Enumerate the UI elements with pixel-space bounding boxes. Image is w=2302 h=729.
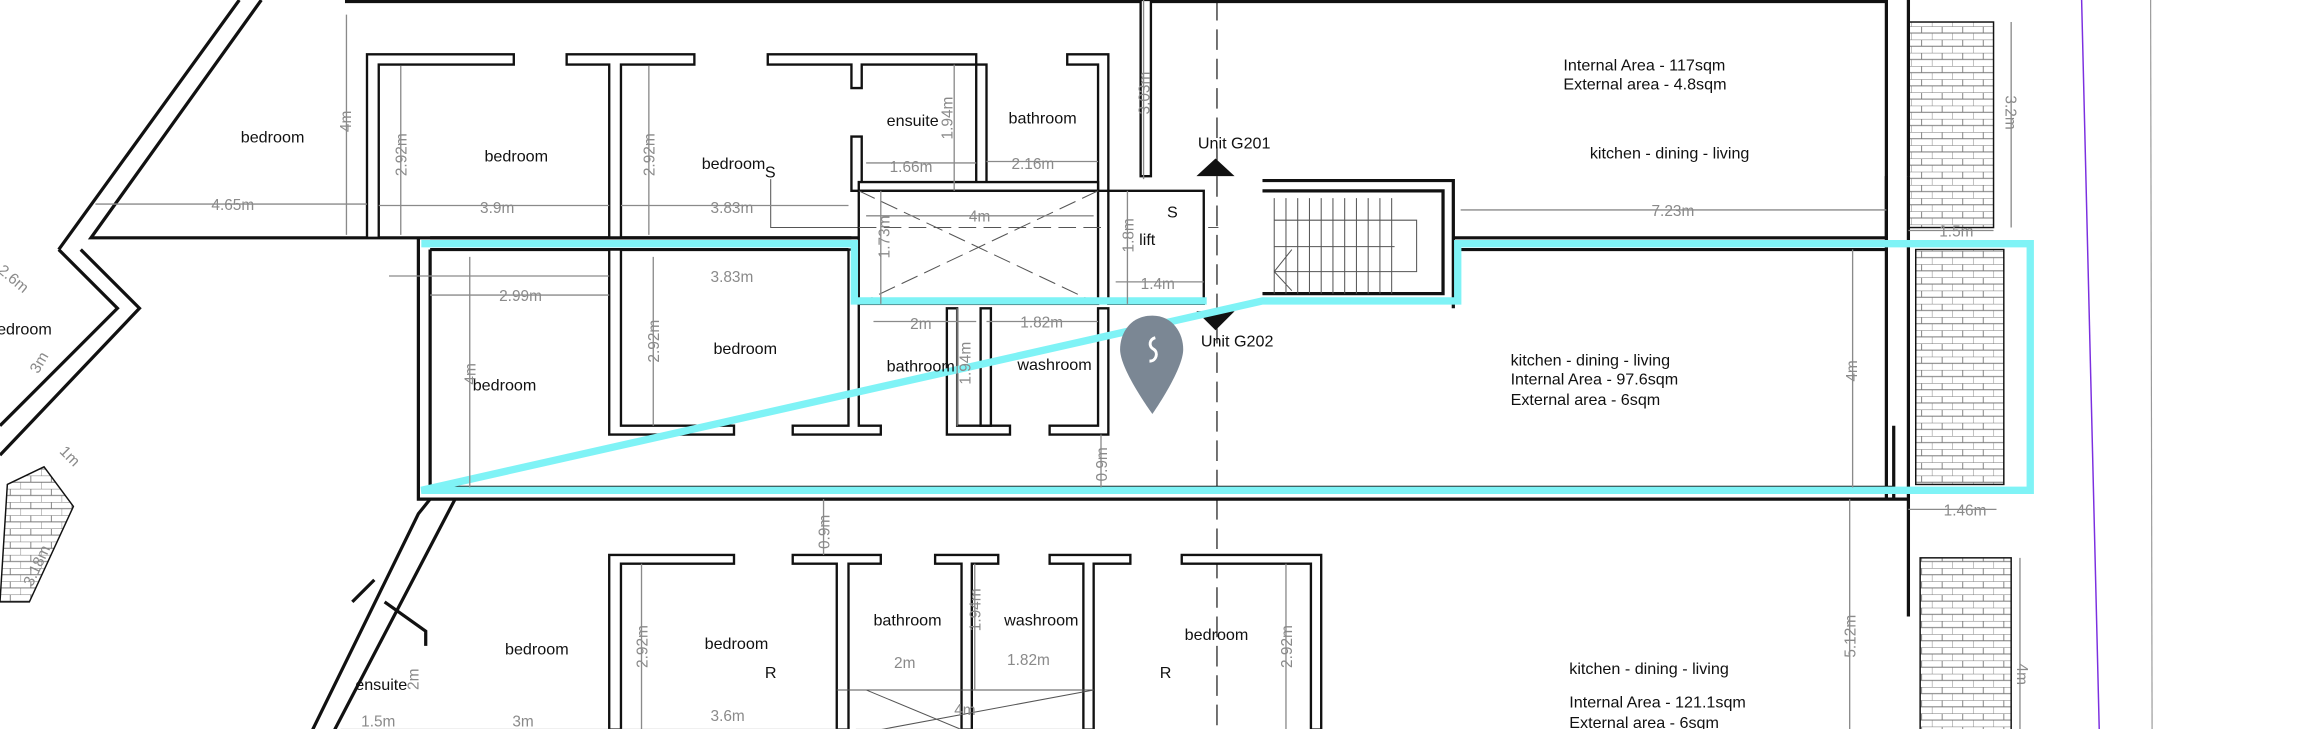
dimension-label: 4.65m xyxy=(211,197,254,214)
unit-g201-external-area: External area - 4.8sqm xyxy=(1563,76,1726,94)
unit-lower-external-area: External area - 6sqm xyxy=(1569,714,1719,729)
entry-arrow-up-icon xyxy=(1196,158,1235,177)
room-label: bathroom xyxy=(873,611,941,629)
unit-g202-label[interactable]: Unit G202 xyxy=(1201,332,1274,350)
dimension-labels: 4m 2.92m 2.92m 1.94m 1.66m 2.16m 3.03m 4… xyxy=(0,72,2030,729)
room-label: lift xyxy=(1139,231,1156,249)
room-label: bedroom xyxy=(505,641,569,659)
room-label: bedroom xyxy=(713,340,777,358)
unit-g201-label[interactable]: Unit G201 xyxy=(1198,134,1271,152)
dimension-label: 0.9m xyxy=(816,515,833,549)
balcony-bottom xyxy=(1919,557,2012,729)
room-label: washroom xyxy=(1016,356,1091,374)
dimension-label: 3.9m xyxy=(480,200,514,217)
dimension-label: 2.92m xyxy=(394,133,411,176)
dimension-label: 3m xyxy=(512,714,533,729)
dimension-label: 4m xyxy=(338,111,355,132)
room-label: bedroom xyxy=(241,128,305,146)
room-label: bathroom xyxy=(1009,109,1077,127)
dimension-label: 2.99m xyxy=(499,288,542,305)
dimension-label: 1.73m xyxy=(877,216,894,259)
dimension-label: 3.6m xyxy=(711,708,745,725)
unit-g201-main-room: kitchen - dining - living xyxy=(1590,145,1750,163)
dimension-label: 3.2m xyxy=(2001,95,2018,129)
dimension-label: 4m xyxy=(954,702,975,719)
dimension-label: 1.94m xyxy=(957,342,974,385)
balcony-top xyxy=(1907,21,1995,229)
room-label: bedroom xyxy=(705,635,769,653)
dimension-label: 2.16m xyxy=(1011,156,1054,173)
dimension-label: 7.23m xyxy=(1651,203,1694,220)
room-label: bedroom xyxy=(702,155,766,173)
symbol-mark: S xyxy=(1167,203,1178,221)
room-label: bathroom xyxy=(887,357,955,375)
symbol-mark: S xyxy=(765,164,776,182)
symbol-mark: R xyxy=(765,664,777,682)
room-labels: bedroom bedroom bedroom ensuite bathroom… xyxy=(0,109,1248,694)
room-label: washroom xyxy=(1003,611,1078,629)
dimension-label: 2m xyxy=(910,316,931,333)
unit-g202-internal-area: Internal Area - 97.6sqm xyxy=(1511,371,1679,389)
dimension-label: 2.92m xyxy=(642,133,659,176)
dimension-label: 4m xyxy=(2013,664,2030,685)
dimension-label: 1.5m xyxy=(361,714,395,729)
dimension-label: 5.12m xyxy=(1843,615,1860,658)
dimension-label: 3.03m xyxy=(1136,72,1153,115)
room-label: bedroom xyxy=(484,147,548,165)
dimension-label: 1m xyxy=(56,443,83,470)
selected-unit-outline[interactable] xyxy=(420,240,2034,494)
dimension-label: 0.9m xyxy=(1094,447,1111,481)
boundary-line xyxy=(2150,0,2153,729)
dimension-label: 3m xyxy=(27,349,52,376)
symbol-mark: R xyxy=(1160,664,1172,682)
dimension-label: 2.92m xyxy=(646,320,663,363)
room-label: ensuite xyxy=(887,112,939,130)
dimension-label: 4m xyxy=(969,209,990,226)
unit-g202-main-room: kitchen - dining - living xyxy=(1511,352,1671,370)
location-pin-icon[interactable] xyxy=(1120,315,1184,414)
dimension-label: 2.92m xyxy=(634,625,651,668)
room-label: edroom xyxy=(0,321,52,339)
balcony-left xyxy=(0,465,75,603)
unit-info: Unit G201 Internal Area - 117sqm Externa… xyxy=(1198,56,1750,729)
dimension-label: 2m xyxy=(894,655,915,672)
dimension-label: 2m xyxy=(405,669,422,690)
unit-g202-external-area: External area - 6sqm xyxy=(1511,391,1661,409)
dimension-label: 4m xyxy=(463,363,480,384)
dimension-label: 1.94m xyxy=(940,97,957,140)
unit-lower-main-room: kitchen - dining - living xyxy=(1569,660,1729,678)
room-label: ensuite xyxy=(355,676,407,694)
dimension-label: 1.8m xyxy=(1120,218,1137,252)
unit-g201-internal-area: Internal Area - 117sqm xyxy=(1563,56,1725,74)
dimension-label: 1.82m xyxy=(1020,314,1063,331)
staircase[interactable] xyxy=(1262,178,1455,309)
dimension-label: 4m xyxy=(1844,360,1861,381)
room-label: bedroom xyxy=(473,376,537,394)
dimension-label: 3.83m xyxy=(711,200,754,217)
dimension-label: 1.46m xyxy=(1944,502,1987,519)
dimension-label: 1.94m xyxy=(968,588,985,631)
balcony-middle xyxy=(1915,248,2005,486)
dimension-label: 1.66m xyxy=(890,159,933,176)
unit-lower-internal-area: Internal Area - 121.1sqm xyxy=(1569,694,1746,712)
dimension-label: 1.4m xyxy=(1141,276,1175,293)
dimension-label: 2.6m xyxy=(0,262,32,297)
room-label: bedroom xyxy=(1185,626,1249,644)
dimension-label: 1.82m xyxy=(1007,652,1050,669)
dimension-label: 1.5m xyxy=(1939,223,1973,240)
property-line xyxy=(2080,0,2100,729)
dimension-label: 3.83m xyxy=(711,269,754,286)
dimension-label: 2.92m xyxy=(1279,625,1296,668)
